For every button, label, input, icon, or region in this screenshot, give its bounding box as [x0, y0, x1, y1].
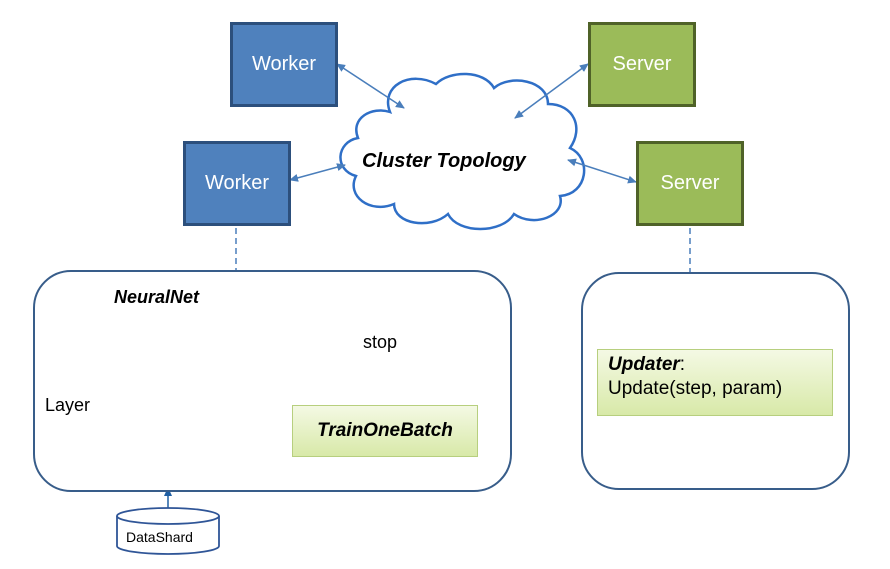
worker-box-top[interactable]: Worker	[230, 22, 338, 107]
connector-worker1-cloud	[336, 63, 405, 109]
datashard-cylinder	[116, 507, 220, 555]
updater-title: Updater	[608, 354, 680, 375]
worker-label: Worker	[251, 53, 317, 75]
worker-panel	[33, 270, 512, 492]
updater-box[interactable]: Updater: Update(step, param)	[597, 349, 833, 416]
server-box-top[interactable]: Server	[588, 22, 696, 107]
server-label: Server	[660, 172, 720, 194]
neuralnet-title: NeuralNet	[114, 287, 200, 307]
connector-server2-cloud	[567, 158, 637, 184]
cloud-label: Cluster Topology	[362, 150, 526, 172]
train-one-batch-box[interactable]: TrainOneBatch	[292, 405, 478, 457]
train-one-batch-label: TrainOneBatch	[317, 420, 453, 441]
layer-label: Layer	[45, 395, 91, 415]
server-label: Server	[612, 53, 672, 75]
updater-call: Update(step, param)	[608, 378, 783, 399]
worker-box-bottom[interactable]: Worker	[183, 141, 291, 226]
updater-title-line: Updater:	[608, 354, 822, 376]
server-box-bottom[interactable]: Server	[636, 141, 744, 226]
updater-colon: :	[679, 354, 686, 375]
datashard-label: DataShard	[126, 529, 193, 545]
connector-server1-cloud	[514, 63, 589, 119]
stop-label: stop	[363, 332, 398, 352]
connector-worker2-cloud	[289, 163, 346, 182]
worker-label: Worker	[204, 172, 270, 194]
